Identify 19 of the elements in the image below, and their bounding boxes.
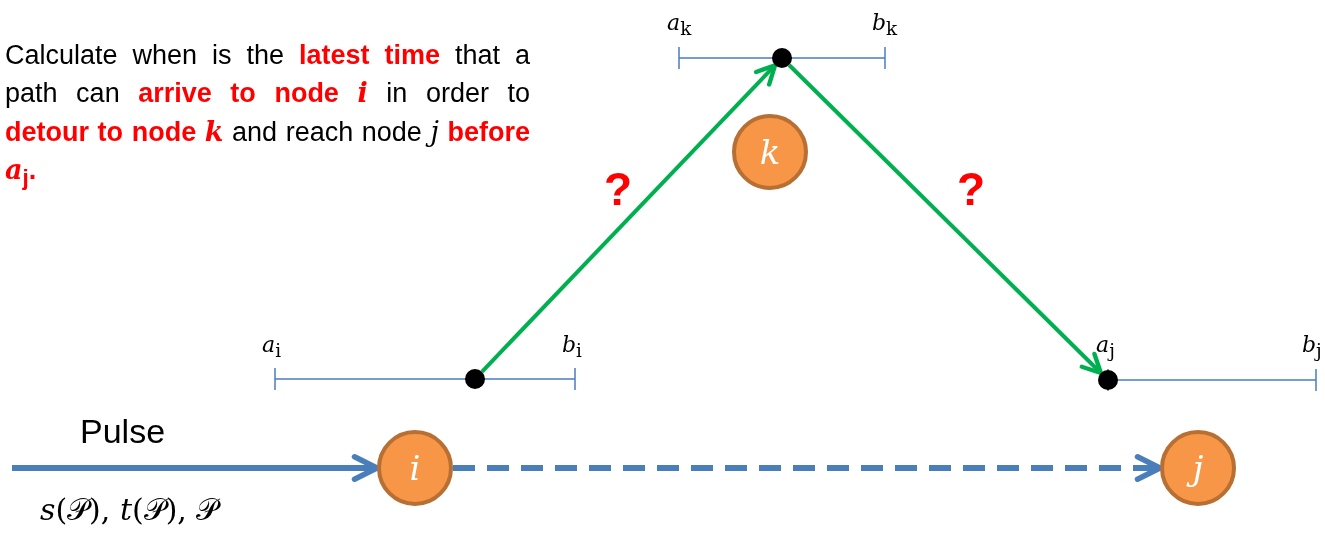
node-circle: k <box>732 114 808 190</box>
time-window-label: b$_{i}$ <box>562 332 582 362</box>
marker-dot <box>1098 370 1118 390</box>
edge-label: Pulse <box>80 412 166 451</box>
pulse-attributes-label: s(𝒫), t(𝒫), 𝒫 <box>40 492 219 528</box>
arrow <box>787 63 1104 376</box>
time-window-label: a$_{k}$ <box>667 10 692 40</box>
arrow <box>480 63 778 374</box>
time-window-label: b$_{k}$ <box>872 10 898 40</box>
marker-dot <box>772 48 792 68</box>
marker-dot <box>465 369 485 389</box>
time-window-label: a$_{j}$ <box>1096 332 1115 362</box>
node-circle: j <box>1160 430 1236 506</box>
time-window-label: b$_{j}$ <box>1302 332 1322 362</box>
question-mark: ? <box>604 162 633 216</box>
time-window-label: a$_{i}$ <box>262 332 281 362</box>
node-circle: i <box>377 430 453 506</box>
description-paragraph: Calculate when is the latest time that a path can arrive to node i in order to detour to node k and reach node j before a$_{j}$. <box>5 39 530 193</box>
question-mark: ? <box>957 162 986 216</box>
